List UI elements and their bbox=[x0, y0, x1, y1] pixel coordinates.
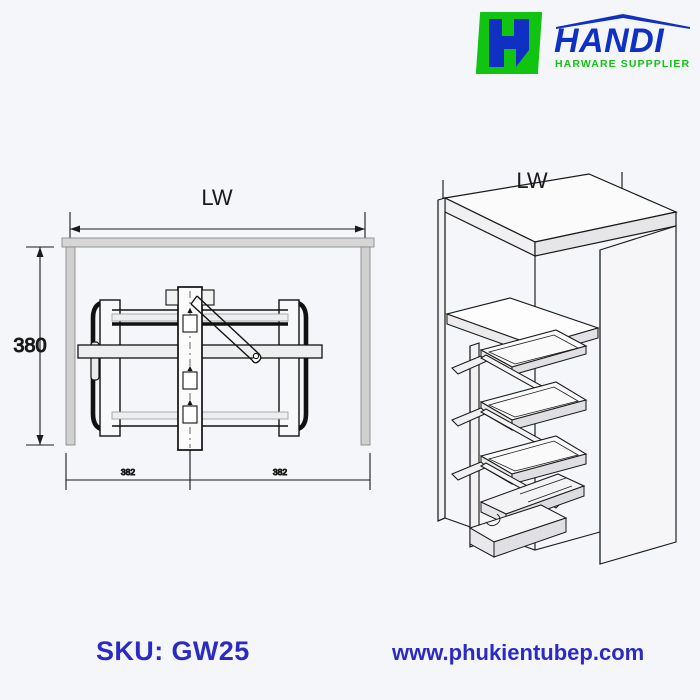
logo-tagline: HARWARE SUPPPLIER bbox=[555, 58, 691, 70]
iso-width-label: LW bbox=[516, 168, 548, 193]
plan-view-drawing: 380 bbox=[13, 185, 375, 490]
plan-380-dimension bbox=[26, 246, 54, 446]
iso-cabinet-body bbox=[437, 197, 677, 565]
brand-header: HANDI HARWARE SUPPPLIER bbox=[475, 8, 692, 80]
iso-cabinet-top bbox=[443, 173, 678, 257]
logo-text-block: HANDI HARWARE SUPPPLIER bbox=[554, 8, 692, 80]
plan-segment-right-label: 382 bbox=[273, 467, 287, 477]
logo-h-monogram-icon bbox=[489, 19, 529, 67]
website-url[interactable]: www.phukientubep.com bbox=[392, 640, 645, 665]
logo-wordmark: HANDI bbox=[554, 22, 665, 60]
plan-segment-dimensions bbox=[65, 453, 371, 490]
sku-label: SKU: GW25 bbox=[96, 636, 250, 666]
plan-tray-assembly bbox=[77, 286, 323, 490]
plan-diagonal-arm bbox=[190, 295, 262, 364]
iso-tray-3 bbox=[451, 435, 588, 509]
iso-cabinet-shelf bbox=[445, 297, 600, 357]
footer: SKU: GW25 www.phukientubep.com bbox=[0, 624, 700, 700]
plan-cabinet-outline bbox=[61, 237, 375, 446]
iso-tray-2 bbox=[451, 381, 588, 455]
iso-tray-1 bbox=[451, 329, 588, 401]
plan-segment-left-label: 382 bbox=[121, 467, 135, 477]
logo-roof-icon bbox=[556, 14, 690, 29]
plan-width-label: LW bbox=[201, 185, 233, 210]
iso-lw-dimension bbox=[442, 172, 623, 242]
handi-logo-icon bbox=[475, 12, 543, 74]
plan-height-label: 380 bbox=[13, 335, 46, 357]
iso-base-block bbox=[468, 504, 568, 558]
iso-slide-rail bbox=[479, 473, 586, 525]
iso-tray-assembly bbox=[451, 329, 588, 558]
technical-drawings: 380 bbox=[0, 150, 700, 620]
